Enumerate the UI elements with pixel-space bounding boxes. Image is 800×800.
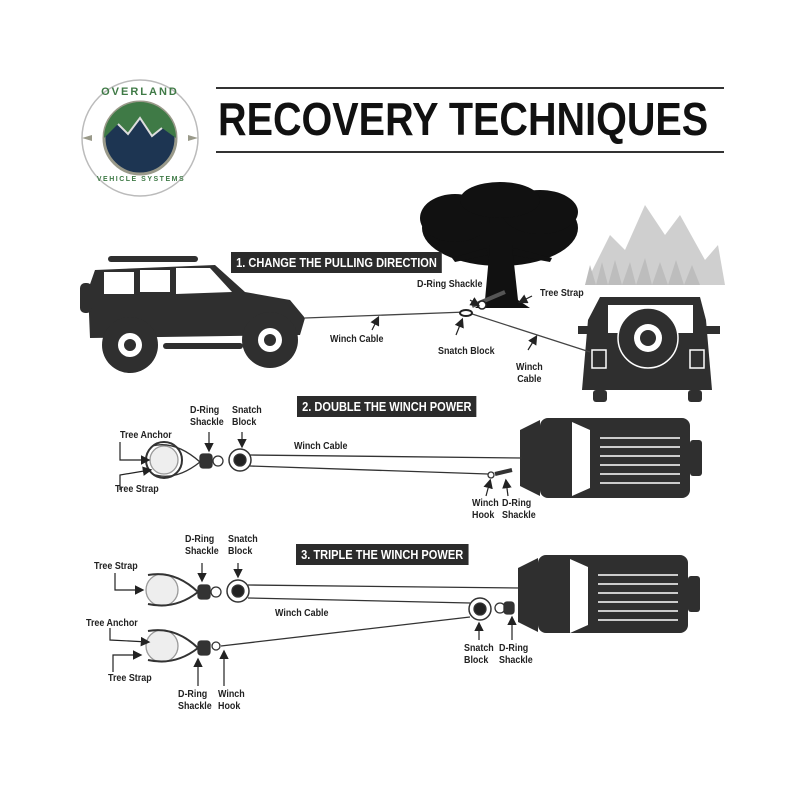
- label-winch-cable: Winch Cable: [330, 333, 384, 345]
- logo-bottom-text: VEHICLE SYSTEMS: [96, 176, 186, 183]
- label-tree-anchor: Tree Anchor: [120, 429, 172, 441]
- mountains-illustration: [585, 205, 725, 285]
- label-winch-hook: Winch Hook: [472, 497, 499, 521]
- section1-arrows: [370, 294, 538, 351]
- jeep-side-illustration: [80, 256, 305, 373]
- label-tree-strap-bottom: Tree Strap: [108, 672, 152, 684]
- label-d-ring-shackle-right: D-Ring Shackle: [499, 642, 533, 666]
- label-line: Block: [228, 545, 253, 557]
- label-d-ring-shackle: D-Ring Shackle: [185, 533, 219, 557]
- label-line: Snatch: [464, 642, 494, 654]
- label-d-ring-shackle: D-Ring Shackle: [417, 278, 483, 290]
- label-line: Shackle: [190, 416, 224, 428]
- header-rule-bottom: [216, 151, 724, 153]
- label-d-ring-shackle-bottom: D-Ring Shackle: [178, 688, 212, 712]
- label-winch-cable: Winch Cable: [294, 440, 348, 452]
- label-tree-strap: Tree Strap: [115, 483, 159, 495]
- section2-arrows: [119, 432, 512, 497]
- label-line: D-Ring: [502, 497, 532, 509]
- label-line: Shackle: [502, 509, 536, 521]
- logo-top-text: OVERLAND: [101, 86, 179, 98]
- label-line: Cable: [517, 373, 542, 385]
- label-line: Hook: [218, 700, 241, 712]
- label-line: D-Ring: [185, 533, 215, 545]
- section-1-banner: 1. CHANGE THE PULLING DIRECTION: [231, 252, 442, 273]
- label-d-ring-shackle-2: D-Ring Shackle: [502, 497, 536, 521]
- label-snatch-block: Snatch Block: [438, 345, 495, 357]
- label-snatch-block-right: Snatch Block: [464, 642, 494, 666]
- label-line: D-Ring: [178, 688, 208, 700]
- label-d-ring-shackle: D-Ring Shackle: [190, 404, 224, 428]
- label-line: Snatch: [232, 404, 262, 416]
- section3-rigging: [145, 573, 521, 663]
- label-line: D-Ring: [190, 404, 220, 416]
- label-line: Block: [232, 416, 257, 428]
- label-line: Hook: [472, 509, 495, 521]
- label-winch-hook: Winch Hook: [218, 688, 245, 712]
- label-winch-cable: Winch Cable: [275, 607, 329, 619]
- label-line: Shackle: [499, 654, 533, 666]
- label-line: Winch: [472, 497, 499, 509]
- label-line: Winch: [516, 361, 543, 373]
- label-tree-strap-top: Tree Strap: [94, 560, 138, 572]
- page-title: RECOVERY TECHNIQUES: [218, 93, 709, 145]
- label-line: Snatch: [228, 533, 258, 545]
- tree-illustration: [420, 182, 578, 308]
- label-line: Shackle: [185, 545, 219, 557]
- label-tree-anchor: Tree Anchor: [86, 617, 138, 629]
- jeep-rear-illustration: [578, 297, 720, 402]
- section2-rigging: [145, 441, 523, 479]
- jeep-top-illustration-2: [520, 418, 702, 498]
- overland-logo: [81, 79, 199, 197]
- section-2-banner: 2. DOUBLE THE WINCH POWER: [297, 396, 477, 417]
- label-line: Shackle: [178, 700, 212, 712]
- label-winch-cable-2: Winch Cable: [516, 361, 543, 385]
- label-snatch-block: Snatch Block: [228, 533, 258, 557]
- jeep-top-illustration-3: [518, 555, 700, 633]
- label-line: Winch: [218, 688, 245, 700]
- header-rule-top: [216, 87, 724, 89]
- label-line: Block: [464, 654, 489, 666]
- label-line: D-Ring: [499, 642, 529, 654]
- section-3-banner: 3. TRIPLE THE WINCH POWER: [296, 544, 469, 565]
- label-tree-strap: Tree Strap: [540, 287, 584, 299]
- label-snatch-block: Snatch Block: [232, 404, 262, 428]
- section3-arrows: [109, 563, 517, 686]
